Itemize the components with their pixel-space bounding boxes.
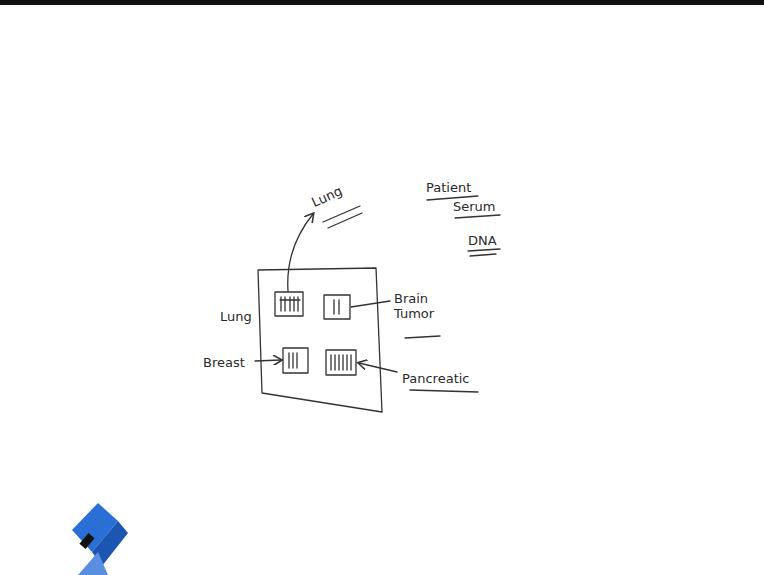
arrow-label: Lung [310, 184, 345, 211]
sample-label: Pancreatic [402, 372, 470, 387]
marker-pen [72, 503, 128, 575]
note-label: Patient [426, 181, 471, 196]
top-bar [0, 0, 764, 5]
note-label: Serum [453, 200, 496, 215]
row-label: Lung [220, 310, 252, 325]
row-label: Breast [203, 356, 245, 371]
note-label: DNA [468, 234, 497, 249]
sample-label: Brain Tumor [394, 292, 444, 322]
